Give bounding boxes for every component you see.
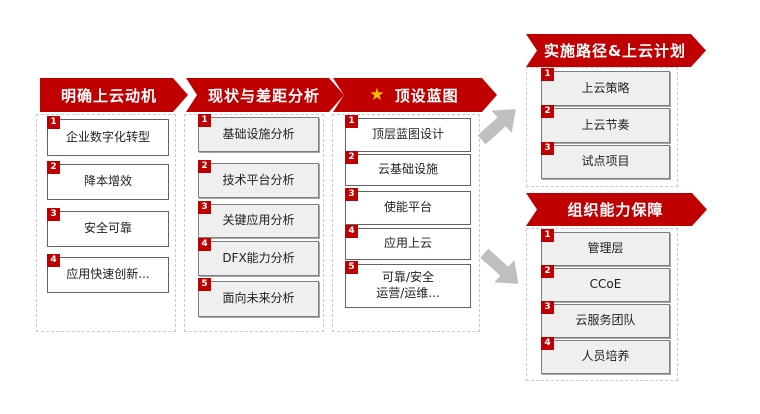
item-number-badge: 5 [198,278,211,291]
stage-header-label: 实施路径&上云计划 [543,42,687,60]
item-number-badge: 3 [345,188,358,201]
list-item: 3 关键应用分析 [198,201,319,238]
item-label: 关键应用分析 [222,213,295,228]
stage-header-implementation-path: 实施路径&上云计划 [526,34,706,67]
stage-header-label: 顶设蓝图 [394,86,459,105]
item-label: 上云节奏 [581,117,630,132]
item-number-badge: 4 [198,238,211,251]
list-item: 2 技术平台分析 [198,160,319,198]
item-number-badge: 4 [345,225,358,238]
item-label: 试点项目 [581,154,630,169]
list-item: 2 上云节奏 [541,105,670,143]
item-label: 基础设施分析 [222,126,295,141]
list-item: 1 企业数字化转型 [47,116,169,156]
list-item: 3 使能平台 [345,188,471,225]
item-label: 安全可靠 [83,221,132,236]
item-label: CCoE [589,277,622,292]
item-label: 人员培养 [581,349,630,364]
item-number-badge: 2 [541,265,554,278]
stage-panel-implementation-path: 1 上云策略 2 上云节奏 3 试点项目 [526,67,678,187]
item-label: 云服务团队 [575,313,636,328]
list-item: 2 降本增效 [47,161,169,200]
stage-header-gap-analysis: 现状与差距分析 [186,78,344,112]
list-item: 1 管理层 [541,229,670,266]
item-label: 面向未来分析 [222,291,295,306]
item-number-badge: 3 [47,208,60,221]
item-number-badge: 4 [541,337,554,350]
list-item: 3 试点项目 [541,142,670,179]
item-label: 应用快速创新... [66,267,150,282]
item-number-badge: 1 [198,114,211,127]
stage-header-label: 现状与差距分析 [207,86,320,105]
stage-header-motivation: 明确上云动机 [40,78,188,112]
item-label: 企业数字化转型 [65,129,150,144]
item-label: 降本增效 [83,174,132,189]
item-number-badge: 2 [198,160,211,173]
item-number-badge: 2 [345,151,358,164]
stage-panel-org-capability: 1 管理层 2 CCoE 3 云服务团队 4 人员培养 [526,228,678,381]
arrow-down-right-icon [472,242,529,298]
list-item: 1 基础设施分析 [198,114,319,152]
list-item: 5 可靠/安全 运营/运维... [345,261,471,308]
item-number-badge: 5 [345,261,358,274]
stage-panel-gap-analysis: 1 基础设施分析 2 技术平台分析 3 关键应用分析 4 DFX能力分析 5 面… [184,114,324,332]
list-item: 3 安全可靠 [47,208,169,247]
arrow-up-right-icon [472,98,529,154]
item-label: 应用上云 [383,236,432,251]
item-number-badge: 1 [47,116,60,129]
list-item: 4 应用快速创新... [47,254,169,293]
item-label: DFX能力分析 [222,250,295,265]
item-number-badge: 4 [47,254,60,267]
item-number-badge: 1 [541,68,554,81]
item-label: 技术平台分析 [222,172,295,187]
stage-header-label: 明确上云动机 [60,86,157,105]
stage-header-blueprint: ★ 顶设蓝图 [333,78,497,112]
list-item: 3 云服务团队 [541,301,670,338]
item-number-badge: 2 [47,161,60,174]
list-item: 2 CCoE [541,265,670,302]
item-label: 云基础设施 [377,162,438,177]
item-number-badge: 3 [198,201,211,214]
item-number-badge: 3 [541,301,554,314]
item-label: 上云策略 [581,80,630,95]
stage-panel-motivation: 1 企业数字化转型 2 降本增效 3 安全可靠 4 应用快速创新... [36,114,176,332]
item-number-badge: 2 [541,105,554,118]
list-item: 4 DFX能力分析 [198,238,319,276]
list-item: 1 上云策略 [541,68,670,106]
list-item: 2 云基础设施 [345,151,471,186]
list-item: 1 顶层蓝图设计 [345,115,471,152]
star-icon: ★ [369,84,386,105]
item-label: 顶层蓝图设计 [371,127,444,142]
item-number-badge: 3 [541,142,554,155]
item-number-badge: 1 [345,115,358,128]
stage-header-label: 组织能力保障 [567,201,664,219]
item-label: 管理层 [587,241,624,256]
item-label: 可靠/安全 运营/运维... [376,270,440,300]
list-item: 4 人员培养 [541,337,670,374]
stage-panel-blueprint: 1 顶层蓝图设计 2 云基础设施 3 使能平台 4 应用上云 5 可靠/安全 运… [332,114,480,332]
list-item: 4 应用上云 [345,225,471,260]
list-item: 5 面向未来分析 [198,278,319,317]
item-label: 使能平台 [383,200,432,215]
stage-header-org-capability: 组织能力保障 [526,193,707,226]
item-number-badge: 1 [541,229,554,242]
